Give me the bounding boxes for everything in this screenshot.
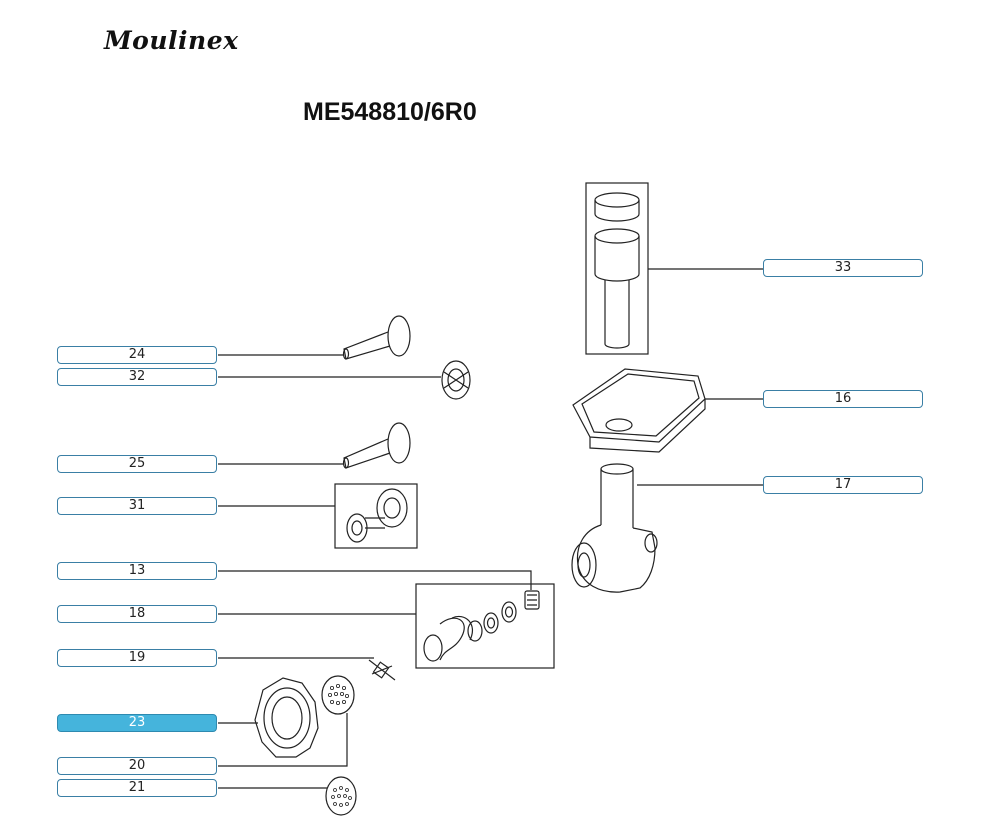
part-label-16[interactable]: 16: [763, 390, 923, 408]
part-label-19[interactable]: 19: [57, 649, 217, 667]
part-17-body: [571, 463, 658, 593]
part-label-18[interactable]: 18: [57, 605, 217, 623]
leader-20: [218, 713, 348, 767]
part-23-ring: [254, 677, 319, 758]
part-label-21[interactable]: 21: [57, 779, 217, 797]
part-21-plate: [325, 776, 357, 816]
part-31-seals: [334, 483, 418, 549]
part-label-20[interactable]: 20: [57, 757, 217, 775]
part-label-13[interactable]: 13: [57, 562, 217, 580]
brand-logo: Moulinex: [104, 26, 239, 55]
part-32-ring: [441, 360, 471, 400]
part-25-nozzle: [342, 422, 411, 469]
part-19-blade: [368, 659, 396, 681]
part-label-33[interactable]: 33: [763, 259, 923, 277]
part-label-25[interactable]: 25: [57, 455, 217, 473]
part-label-24[interactable]: 24: [57, 346, 217, 364]
part-20-plate: [321, 675, 355, 715]
part-24-nozzle: [342, 315, 411, 360]
part-33-pusher: [585, 182, 649, 355]
part-16-tray: [572, 368, 706, 453]
part-label-32[interactable]: 32: [57, 368, 217, 386]
leader-13: [218, 570, 532, 590]
part-18-screw: [415, 583, 555, 669]
part-label-17[interactable]: 17: [763, 476, 923, 494]
model-title: ME548810/6R0: [303, 98, 477, 126]
part-label-23[interactable]: 23: [57, 714, 217, 732]
part-label-31[interactable]: 31: [57, 497, 217, 515]
